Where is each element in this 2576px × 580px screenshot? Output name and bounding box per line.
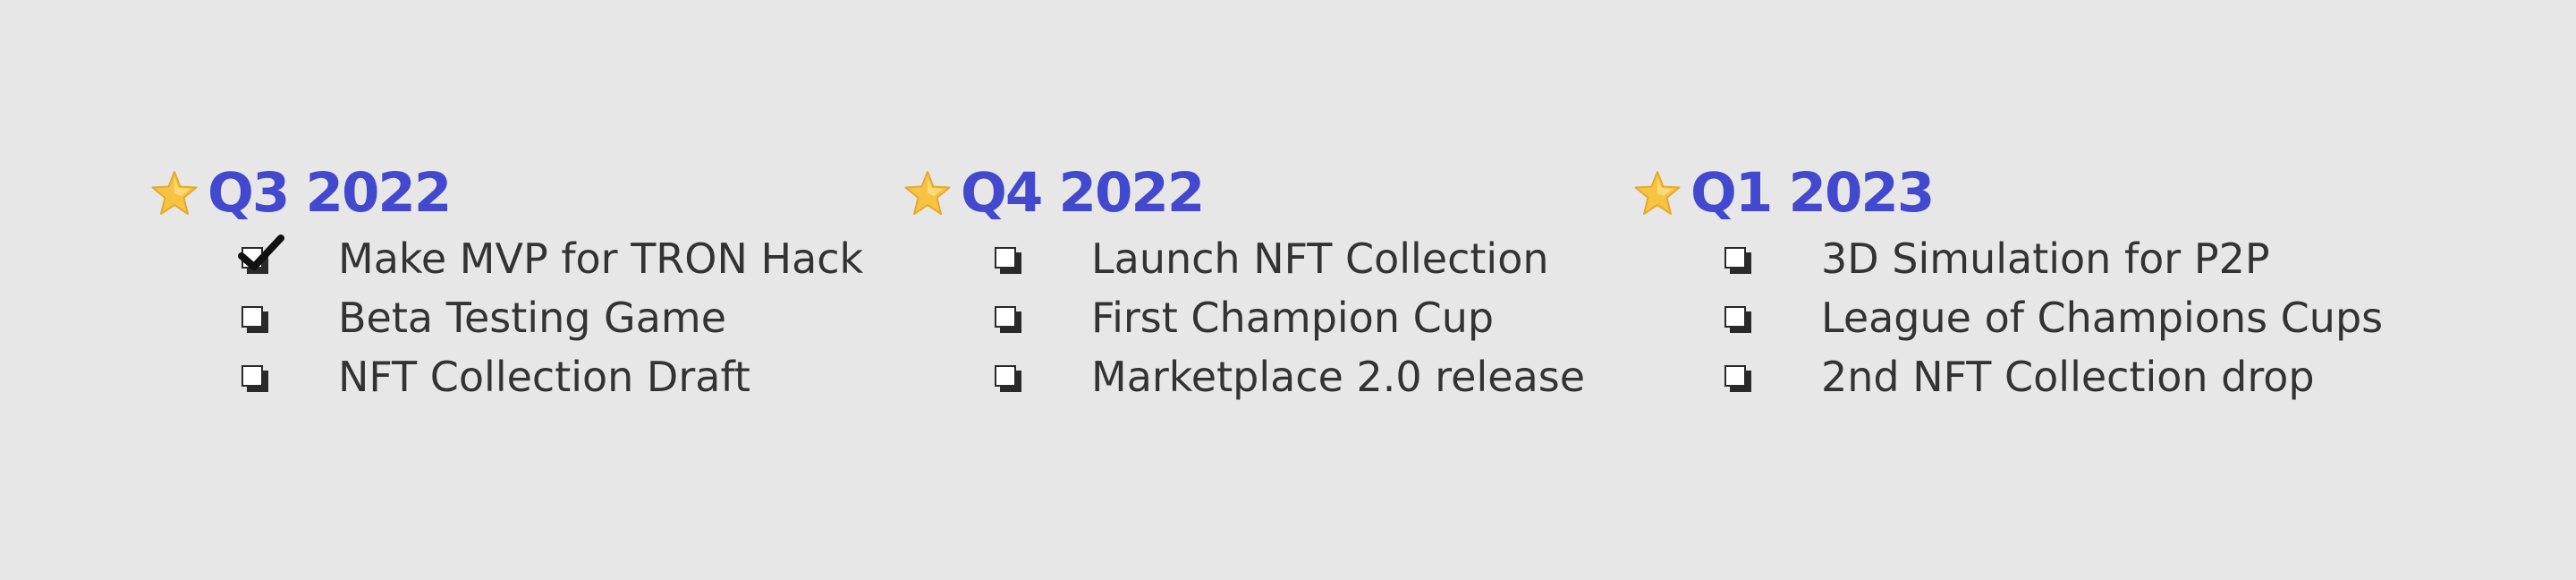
task-list: Make MVP for TRON Hack Beta Testing Game… (150, 229, 863, 406)
roadmap-column-q1-2023: Q1 2023 3D Simulation for P2P League of … (1633, 158, 2383, 406)
column-heading: Q1 2023 (1633, 158, 1935, 229)
checkbox-icon (995, 306, 1021, 333)
column-title: Q3 2022 (208, 161, 452, 225)
task-label: League of Champions Cups (1821, 294, 2384, 342)
task-label: 2nd NFT Collection drop (1821, 353, 2315, 401)
task-label: Make MVP for TRON Hack (338, 235, 864, 283)
task-label: Launch NFT Collection (1091, 235, 1549, 283)
column-title: Q1 2023 (1690, 161, 1935, 225)
star-icon (151, 171, 198, 215)
task-item: 2nd NFT Collection drop (1633, 347, 2315, 406)
checkbox-icon (1724, 247, 1751, 274)
task-item: Launch NFT Collection (903, 229, 1549, 288)
roadmap-column-q4-2022: Q4 2022 Launch NFT Collection First Cham… (903, 158, 1585, 406)
task-item-done: Make MVP for TRON Hack (150, 229, 863, 288)
column-title: Q4 2022 (961, 161, 1205, 225)
checkbox-icon (995, 365, 1021, 392)
checkbox-icon (242, 365, 268, 392)
checkbox-icon (1724, 306, 1751, 333)
task-item: Marketplace 2.0 release (903, 347, 1585, 406)
checkbox-icon (1724, 365, 1751, 392)
checkbox-icon (242, 306, 268, 333)
task-label: First Champion Cup (1091, 294, 1495, 342)
star-icon (1634, 171, 1681, 215)
task-label: Beta Testing Game (338, 294, 726, 342)
checkbox-icon (995, 247, 1021, 274)
task-label: 3D Simulation for P2P (1821, 235, 2270, 283)
task-item: 3D Simulation for P2P (1633, 229, 2270, 288)
task-item: First Champion Cup (903, 288, 1494, 347)
column-heading: Q3 2022 (150, 158, 452, 229)
task-item: NFT Collection Draft (150, 347, 750, 406)
roadmap-column-q3-2022: Q3 2022 Make MVP for TRON Hack Beta Test… (150, 158, 863, 406)
task-item: Beta Testing Game (150, 288, 726, 347)
checkmark-icon (238, 235, 284, 270)
task-item: League of Champions Cups (1633, 288, 2383, 347)
star-icon (904, 171, 951, 215)
column-heading: Q4 2022 (903, 158, 1205, 229)
task-label: NFT Collection Draft (338, 353, 750, 401)
task-list: 3D Simulation for P2P League of Champion… (1633, 229, 2383, 406)
task-label: Marketplace 2.0 release (1091, 353, 1586, 401)
task-list: Launch NFT Collection First Champion Cup… (903, 229, 1585, 406)
